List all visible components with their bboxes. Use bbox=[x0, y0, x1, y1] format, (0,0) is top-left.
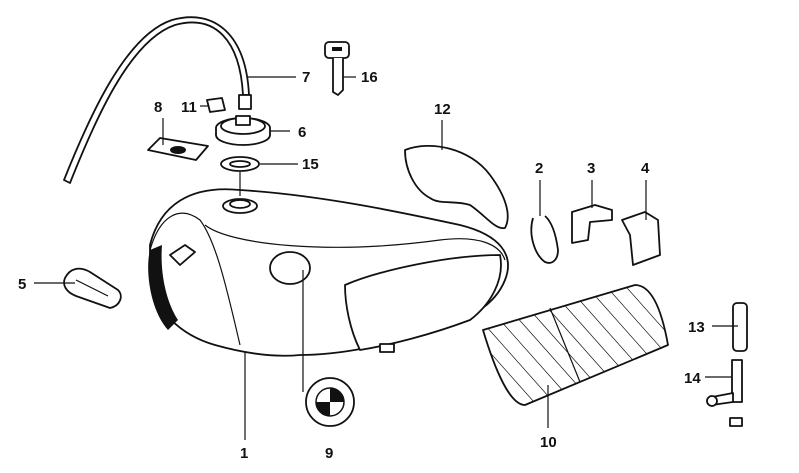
callout-4: 4 bbox=[641, 160, 650, 177]
part-4-pad bbox=[621, 211, 661, 266]
callout-12: 12 bbox=[434, 101, 451, 118]
part-14-fuel-tap bbox=[706, 359, 743, 427]
callout-2: 2 bbox=[535, 160, 543, 177]
callout-15: 15 bbox=[302, 156, 319, 173]
part-1-fuel-tank bbox=[148, 188, 509, 357]
callout-7: 7 bbox=[302, 69, 310, 86]
callout-3: 3 bbox=[587, 160, 595, 177]
callout-8: 8 bbox=[154, 99, 162, 116]
callout-5: 5 bbox=[18, 276, 26, 293]
callout-14: 14 bbox=[684, 370, 701, 387]
part-6-filler-cap bbox=[215, 115, 271, 146]
callout-10: 10 bbox=[540, 434, 557, 451]
leader-lines bbox=[34, 76, 738, 440]
part-2-clamp bbox=[530, 215, 559, 264]
part-11-clip bbox=[206, 97, 226, 113]
part-13-sleeve bbox=[732, 302, 748, 352]
callout-13: 13 bbox=[688, 319, 705, 336]
part-10-decal bbox=[482, 284, 669, 406]
part-5-rubber-pad bbox=[63, 267, 122, 309]
part-3-bracket bbox=[571, 204, 613, 244]
callout-6: 6 bbox=[298, 124, 306, 141]
callout-1: 1 bbox=[240, 445, 248, 462]
callout-16: 16 bbox=[361, 69, 378, 86]
callout-9: 9 bbox=[325, 445, 333, 462]
part-7-hose-end bbox=[238, 94, 252, 110]
part-16-key bbox=[324, 41, 350, 96]
part-12-knee-pad bbox=[404, 144, 509, 229]
part-9-emblem bbox=[305, 377, 355, 427]
callout-11: 11 bbox=[181, 99, 197, 116]
